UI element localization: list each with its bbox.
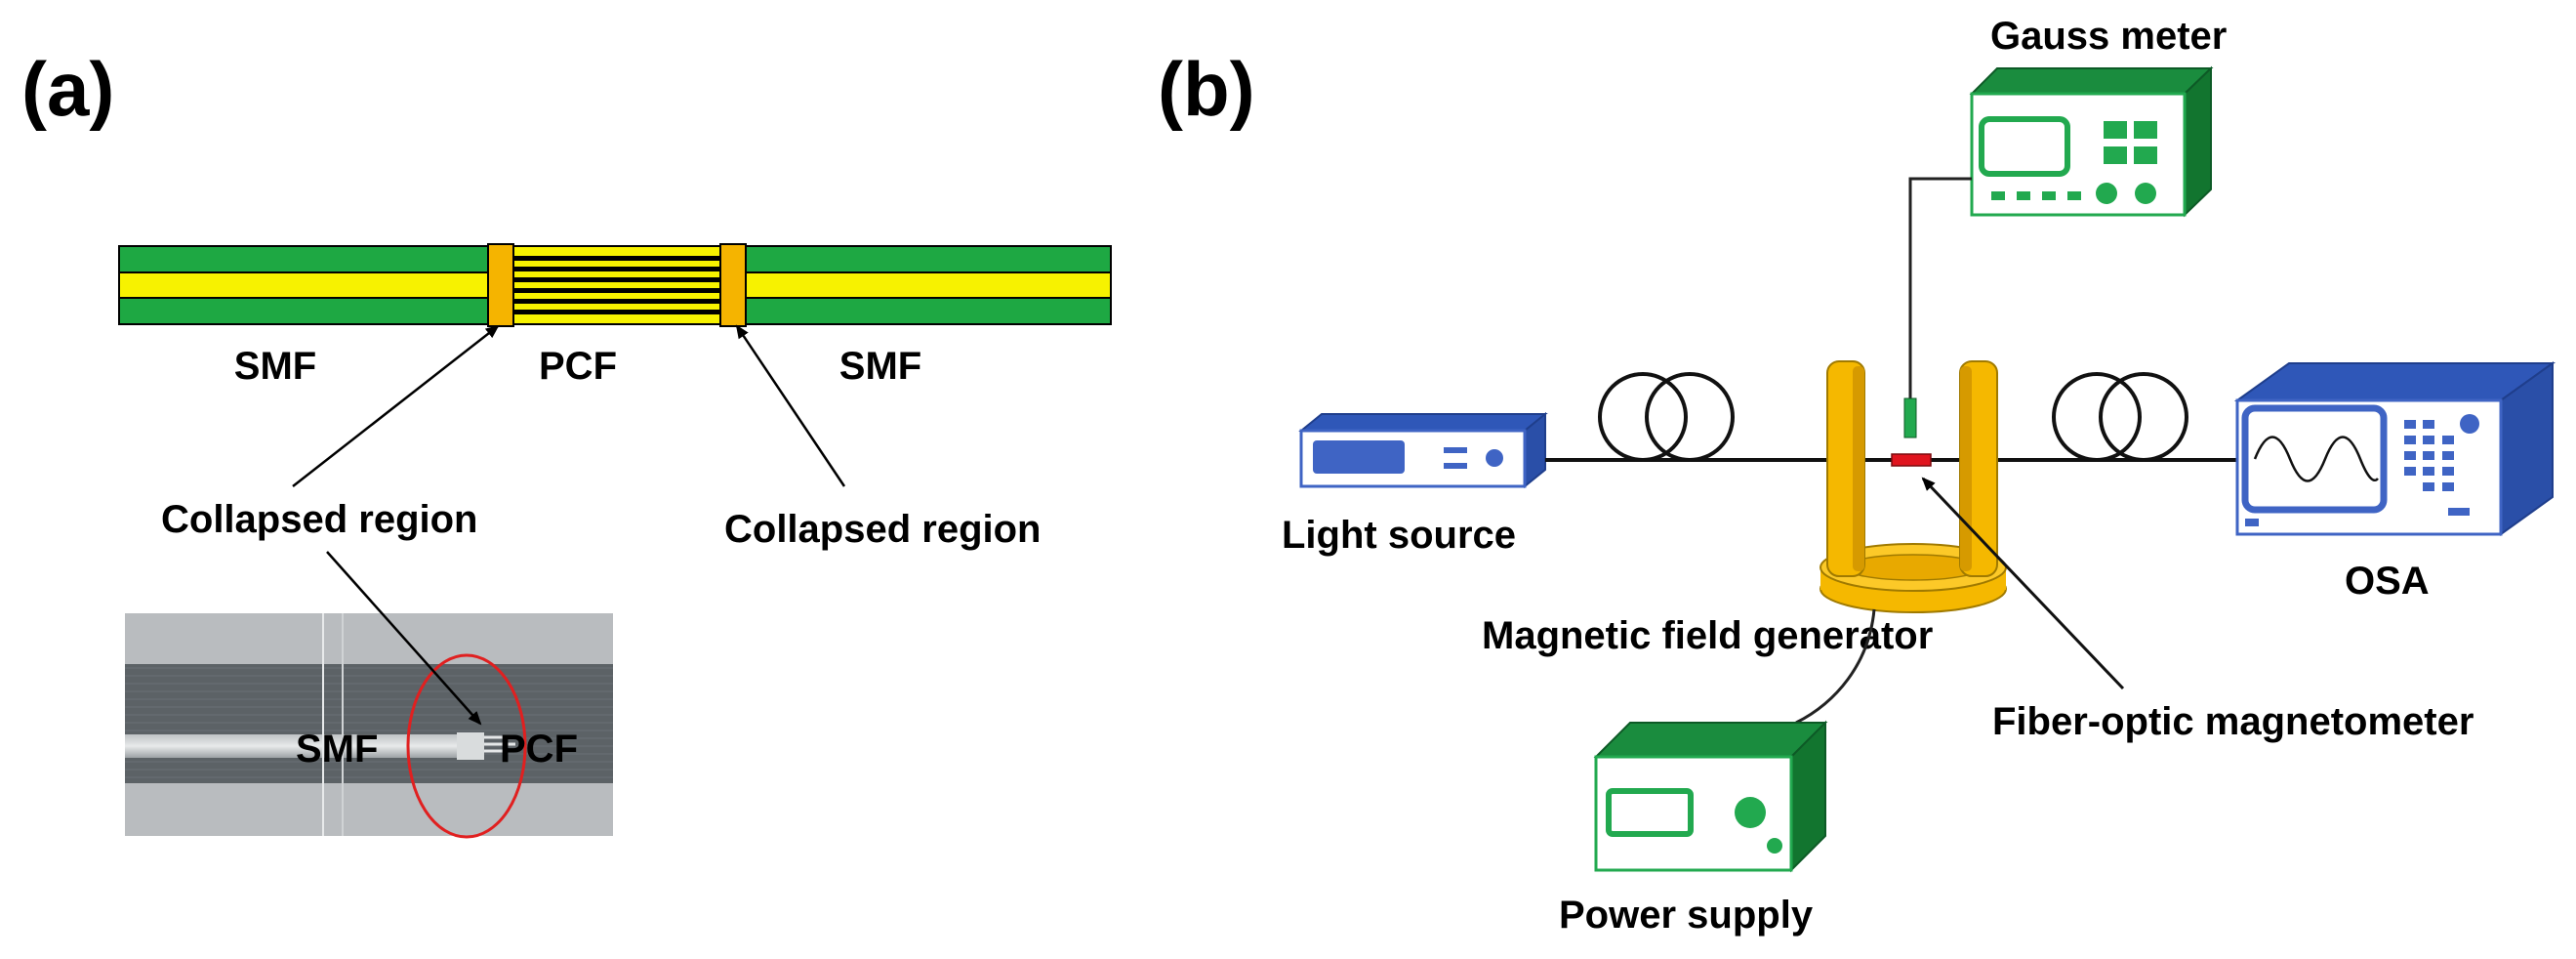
gauss-probe-cable [1908,177,1972,405]
micrograph-smf-body [125,734,462,758]
light-source-label: Light source [1282,514,1516,557]
splice-micrograph: SMF PCF [125,551,613,839]
arrow-collapsed-left [292,324,500,487]
fiber-optic-magnetometer-label: Fiber-optic magnetometer [1992,700,2474,743]
power-supply-display [1606,788,1694,837]
micrograph-gridline [342,613,344,836]
arrow-collapsed-micrograph [326,551,482,726]
panel-b: (b) Gauss meter [1158,15,2556,937]
osa-label: OSA [2345,560,2430,603]
micrograph-pcf-label: PCF [500,728,578,771]
gauss-meter-buttons [1991,121,2157,204]
fiber-optic-magnetometer [1891,453,1932,467]
panel-b-label: (b) [1158,46,1255,132]
collapsed-region-left-label: Collapsed region [161,498,478,541]
arrow-collapsed-right [735,324,846,487]
micrograph-smf-label: SMF [296,728,378,771]
micrograph-pcf-body [484,735,515,753]
arrow-magnetometer [1921,477,2125,690]
light-source-display [1313,440,1405,474]
osa [2233,361,2556,536]
smf-right-label: SMF [839,345,921,388]
smf-left-label: SMF [234,345,316,388]
fiber-coil-left [1598,372,1735,462]
power-supply-label: Power supply [1559,894,1814,937]
collapsed-region-left [487,243,514,327]
micrograph-gridline [322,613,324,836]
power-supply [1593,720,1828,873]
gauss-meter-display [1979,116,2070,177]
gauss-meter-label: Gauss meter [1990,15,2227,58]
panel-a-label: (a) [21,46,114,132]
power-cable [1795,608,1876,725]
fiber-schematic [118,243,1112,327]
magnetic-field-generator-label: Magnetic field generator [1482,614,1933,657]
light-source [1298,411,1548,489]
pcf-air-holes [508,256,722,314]
fiber-coil-right [2052,372,2188,462]
panel-a: (a) SMF PCF SMF Collapsed region Collaps… [21,46,1112,839]
gauss-probe-tip [1903,397,1917,438]
collapsed-region-right [719,243,747,327]
osa-waveform [2253,436,2379,482]
gauss-meter [1969,65,2214,218]
osa-screen [2241,404,2388,514]
pcf-label: PCF [539,345,617,388]
collapsed-region-right-label: Collapsed region [724,508,1042,551]
magnetic-field-generator [1820,360,2007,613]
splice-highlight-circle [406,653,527,839]
osa-buttons [2245,414,2479,526]
micrograph-fiber-shadow [125,664,613,783]
micrograph-splice-point [457,732,484,760]
